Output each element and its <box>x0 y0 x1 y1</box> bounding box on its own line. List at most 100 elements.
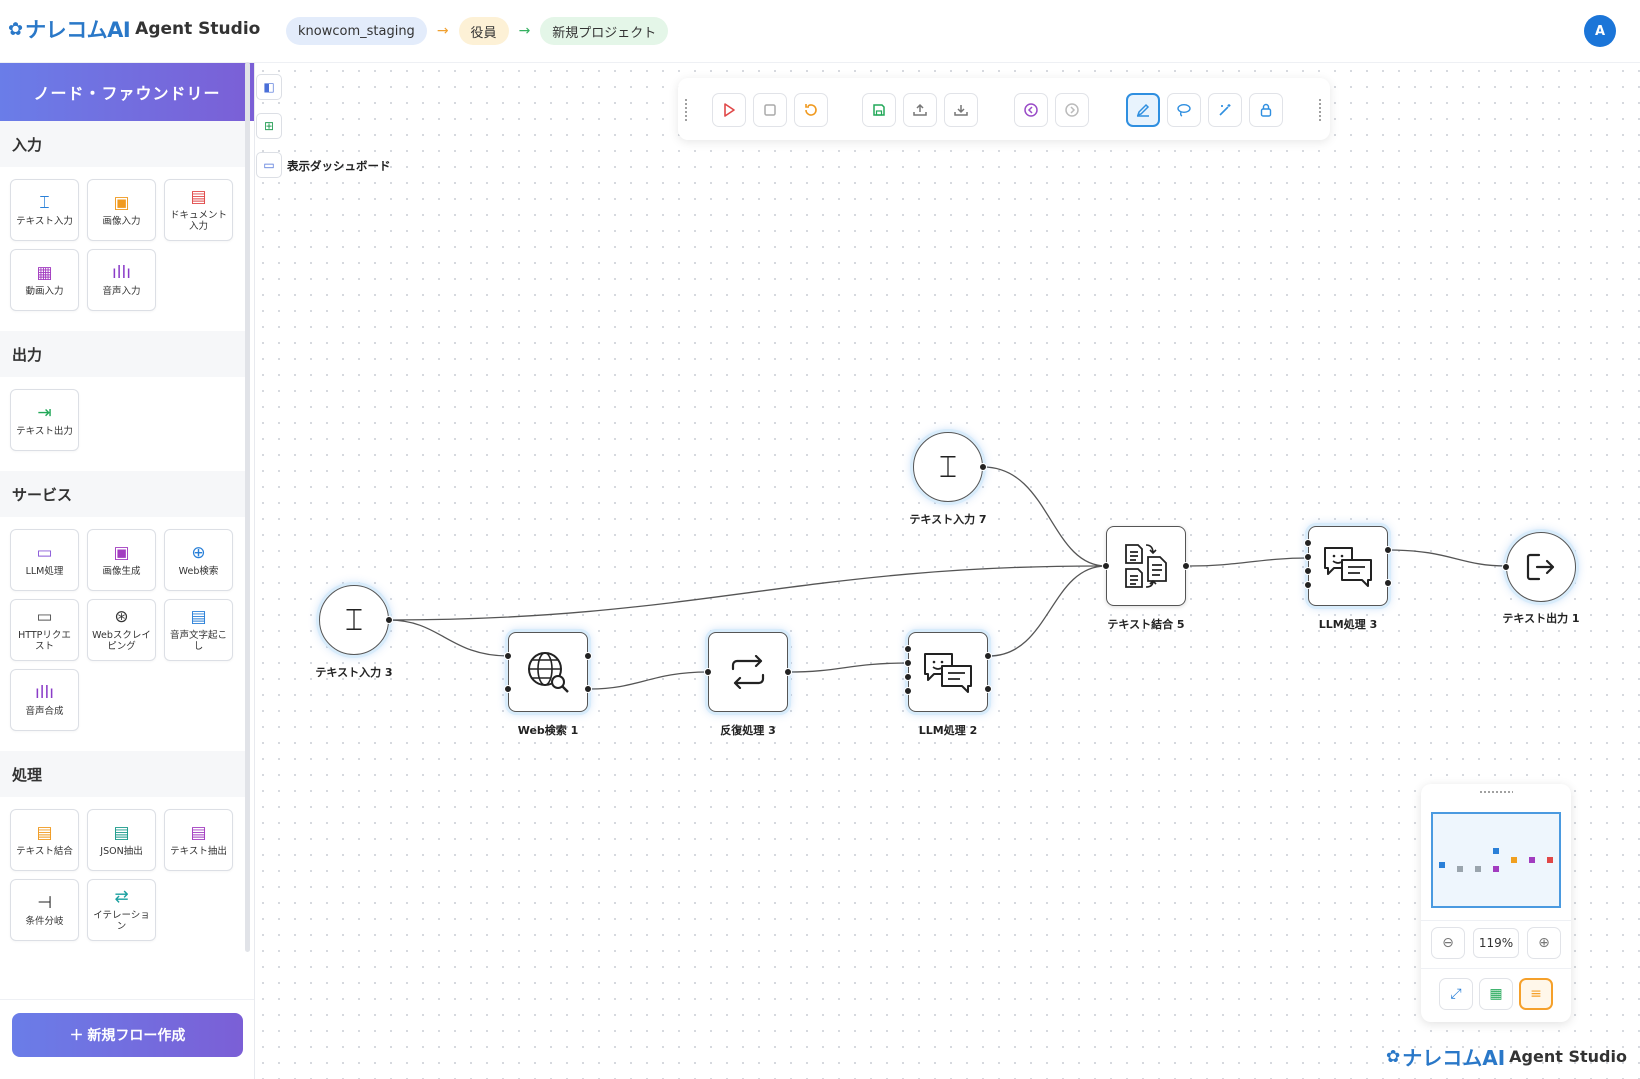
output-port[interactable] <box>1384 579 1392 587</box>
node-text-input-7[interactable]: ⌶ <box>913 432 987 502</box>
palette-video-input[interactable]: ▦動画入力 <box>10 249 79 311</box>
collapse-sidebar-button[interactable]: ◧ <box>256 74 282 100</box>
input-port[interactable] <box>1304 539 1312 547</box>
minimap-viewport[interactable] <box>1431 812 1561 908</box>
magic-button[interactable] <box>1208 93 1242 127</box>
palette-web-scraping[interactable]: ⊛Webスクレイピング <box>87 599 156 661</box>
lasso-button[interactable] <box>1167 93 1201 127</box>
node-body[interactable]: ⌶ <box>913 432 983 502</box>
run-button[interactable] <box>712 93 746 127</box>
edge[interactable] <box>788 662 909 673</box>
export-button[interactable] <box>903 93 937 127</box>
input-port[interactable] <box>1304 553 1312 561</box>
edge[interactable] <box>388 619 509 657</box>
align-button[interactable]: ≡ <box>1519 978 1553 1010</box>
minimap-grip-icon[interactable] <box>1479 790 1513 794</box>
redo-button[interactable] <box>1055 93 1089 127</box>
node-body[interactable] <box>908 632 988 712</box>
input-port[interactable] <box>1304 581 1312 589</box>
output-port[interactable] <box>584 685 592 693</box>
transcribe-icon: ▤ <box>190 607 207 627</box>
palette-condition[interactable]: ⊣条件分岐 <box>10 879 79 941</box>
new-flow-button[interactable]: ＋ 新規フロー作成 <box>12 1013 243 1057</box>
palette-image-gen[interactable]: ▣画像生成 <box>87 529 156 591</box>
output-port[interactable] <box>1182 562 1190 570</box>
palette-document-input[interactable]: ▤ドキュメント入力 <box>164 179 233 241</box>
input-port[interactable] <box>904 673 912 681</box>
palette-llm[interactable]: ▭LLM処理 <box>10 529 79 591</box>
input-port[interactable] <box>904 687 912 695</box>
edge[interactable] <box>982 466 1107 567</box>
input-port[interactable] <box>1304 567 1312 575</box>
input-port[interactable] <box>504 685 512 693</box>
zoom-out-button[interactable]: ⊖ <box>1431 927 1465 959</box>
node-body[interactable] <box>1506 532 1576 602</box>
flow-canvas[interactable] <box>255 63 1640 1079</box>
text-file-icon: ▤ <box>190 822 207 843</box>
breadcrumb-project[interactable]: 新規プロジェクト <box>540 17 669 45</box>
undo-button[interactable] <box>1014 93 1048 127</box>
palette-image-input[interactable]: ▣画像入力 <box>87 179 156 241</box>
node-iteration-3[interactable] <box>704 632 792 712</box>
palette-text-output[interactable]: ⇥テキスト出力 <box>10 389 79 451</box>
edge[interactable] <box>388 565 1107 621</box>
node-body[interactable] <box>1308 526 1388 606</box>
import-button[interactable] <box>944 93 978 127</box>
reset-button[interactable] <box>794 93 828 127</box>
output-port[interactable] <box>385 616 393 624</box>
node-body[interactable]: ⌶ <box>319 585 389 655</box>
palette-transcription[interactable]: ▤音声文字起こし <box>164 599 233 661</box>
input-port[interactable] <box>1502 563 1510 571</box>
palette-json-extract[interactable]: ▤JSON抽出 <box>87 809 156 871</box>
app-logo[interactable]: ✿ ナレコムAI Agent Studio <box>8 14 260 44</box>
output-port[interactable] <box>984 652 992 660</box>
user-avatar[interactable]: A <box>1584 15 1616 47</box>
node-text-join-5[interactable] <box>1102 526 1190 606</box>
auto-layout-button[interactable]: ▦ <box>1479 978 1513 1010</box>
breadcrumb-role[interactable]: 役員 <box>458 17 509 45</box>
stop-button[interactable] <box>753 93 787 127</box>
zoom-in-button[interactable]: ⊕ <box>1527 927 1561 959</box>
toolbar-grip-icon[interactable] <box>684 98 688 122</box>
palette-web-search[interactable]: ⊕Web検索 <box>164 529 233 591</box>
node-body[interactable] <box>508 632 588 712</box>
palette-http-request[interactable]: ▭HTTPリクエスト <box>10 599 79 661</box>
node-llm-3[interactable] <box>1304 526 1392 606</box>
output-port[interactable] <box>979 463 987 471</box>
breadcrumb-workspace[interactable]: knowcom_staging <box>286 17 427 45</box>
output-port[interactable] <box>584 652 592 660</box>
edge[interactable] <box>1388 549 1507 567</box>
node-web-search-1[interactable] <box>504 632 592 712</box>
fit-view-button[interactable]: ⤢ <box>1439 978 1473 1010</box>
node-text-input-3[interactable]: ⌶ <box>319 585 393 655</box>
toolbar-grip-icon[interactable] <box>1318 98 1322 122</box>
input-port[interactable] <box>504 652 512 660</box>
edge[interactable] <box>988 565 1107 657</box>
lock-button[interactable] <box>1249 93 1283 127</box>
output-port[interactable] <box>784 668 792 676</box>
input-port[interactable] <box>904 659 912 667</box>
node-llm-2[interactable] <box>904 632 992 712</box>
node-body[interactable] <box>1106 526 1186 606</box>
edge[interactable] <box>589 671 709 690</box>
output-port[interactable] <box>1384 546 1392 554</box>
dashboard-toggle-button[interactable]: ▭ <box>256 152 282 178</box>
sidebar-scrollbar[interactable] <box>245 62 250 952</box>
node-text-output-1[interactable] <box>1502 532 1576 602</box>
edit-mode-button[interactable] <box>1126 93 1160 127</box>
palette-text-extract[interactable]: ▤テキスト抽出 <box>164 809 233 871</box>
save-button[interactable] <box>862 93 896 127</box>
edge[interactable] <box>1188 557 1309 567</box>
node-body[interactable] <box>708 632 788 712</box>
panel-toggle-button[interactable]: ⊞ <box>256 113 282 139</box>
palette-text-input[interactable]: ⌶テキスト入力 <box>10 179 79 241</box>
sidebar-title: ノード・ファウンドリー <box>0 63 254 121</box>
output-port[interactable] <box>984 685 992 693</box>
input-port[interactable] <box>1102 562 1110 570</box>
input-port[interactable] <box>704 668 712 676</box>
palette-iteration[interactable]: ⇄イテレーション <box>87 879 156 941</box>
input-port[interactable] <box>904 645 912 653</box>
palette-text-join[interactable]: ▤テキスト結合 <box>10 809 79 871</box>
